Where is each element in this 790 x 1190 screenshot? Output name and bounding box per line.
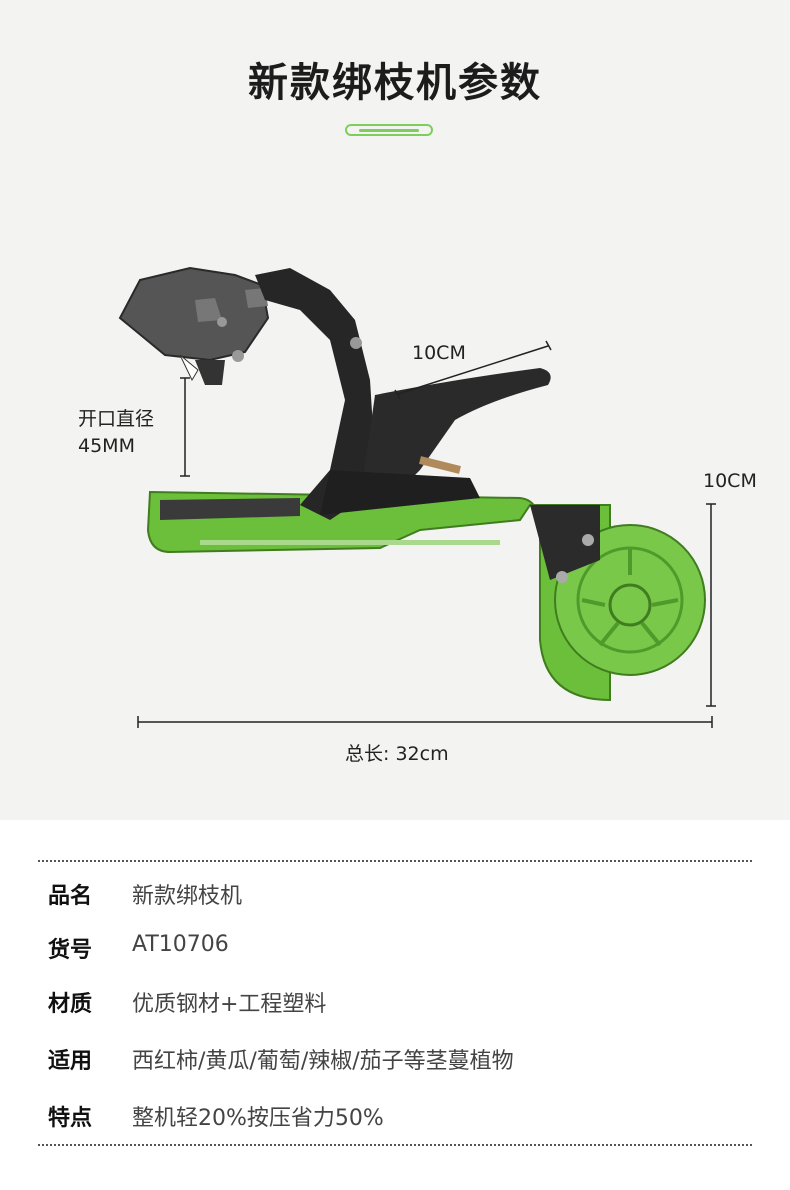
handle-length-label: 10CM bbox=[412, 342, 466, 364]
height-dimension-line bbox=[706, 503, 716, 707]
spec-key: 材质 bbox=[48, 992, 93, 1017]
black-arm bbox=[255, 268, 375, 520]
page-title: 新款绑枝机参数 bbox=[248, 60, 542, 106]
opening-value: 45MM bbox=[78, 435, 135, 457]
length-dimension-line bbox=[137, 716, 713, 728]
spec-key: 货号 bbox=[48, 938, 93, 963]
title-underline-decoration bbox=[345, 124, 433, 136]
height-label: 10CM bbox=[703, 470, 757, 492]
spec-value: AT10706 bbox=[132, 932, 229, 957]
spec-value: 新款绑枝机 bbox=[132, 884, 243, 909]
tapetool-illustration bbox=[118, 266, 716, 728]
spec-value: 西红柿/黄瓜/葡萄/辣椒/茄子等茎蔓植物 bbox=[132, 1049, 514, 1074]
spec-key: 适用 bbox=[48, 1049, 93, 1074]
spec-bottom-divider bbox=[38, 1144, 752, 1146]
spec-key: 特点 bbox=[48, 1106, 93, 1131]
opening-label: 开口直径 bbox=[78, 408, 155, 430]
spec-key: 品名 bbox=[48, 884, 93, 909]
total-length-label: 总长: 32cm bbox=[345, 743, 449, 765]
handle-dimension-line bbox=[394, 340, 552, 400]
opening-dimension-line bbox=[180, 377, 190, 477]
spec-top-divider bbox=[38, 860, 752, 862]
black-handle bbox=[360, 368, 551, 500]
spec-value: 优质钢材+工程塑料 bbox=[132, 992, 327, 1017]
stapler-head bbox=[118, 266, 270, 362]
spec-value: 整机轻20%按压省力50% bbox=[132, 1106, 384, 1131]
